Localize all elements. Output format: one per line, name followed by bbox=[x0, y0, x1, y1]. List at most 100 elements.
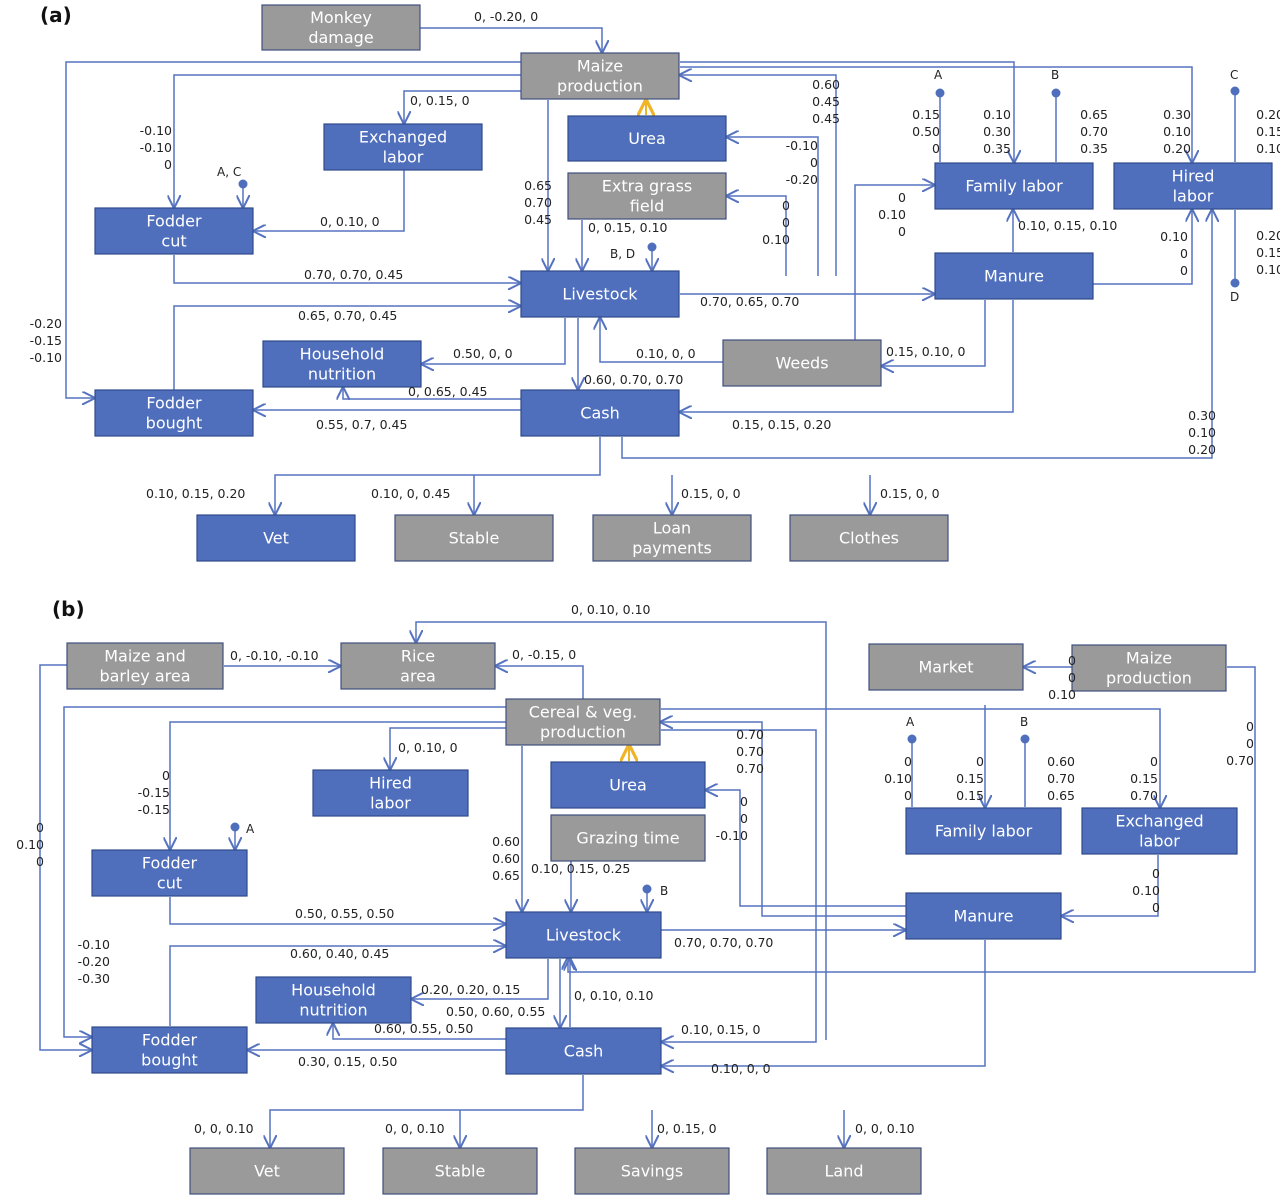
node-box bbox=[382, 1147, 538, 1195]
node-savings: Savings bbox=[574, 1147, 730, 1195]
edge-arrow bbox=[854, 185, 934, 340]
node-urea: Urea bbox=[567, 115, 727, 162]
edge-label-line: 0.15, 0, 0 bbox=[880, 486, 940, 501]
edge-label-line: 0.10, 0, 0 bbox=[636, 346, 696, 361]
edge-label-line: 0.10 bbox=[983, 107, 1011, 122]
edge-label-line: -0.10 bbox=[786, 138, 818, 153]
node-label: Fodder bbox=[142, 854, 198, 873]
edge-arrow bbox=[680, 66, 1192, 162]
edge-label-line: 0 bbox=[740, 794, 748, 809]
connector-label: C bbox=[1230, 68, 1238, 82]
node-label: Household bbox=[291, 981, 376, 1000]
edge-label-line: -0.20 bbox=[786, 172, 818, 187]
edge-label-line: 0.10, 0.15, 0 bbox=[681, 1022, 761, 1037]
connector-dot bbox=[1230, 278, 1240, 288]
edge-label-line: 0.45 bbox=[812, 94, 840, 109]
node-box bbox=[520, 270, 680, 318]
edge-label-foddercut-livestock: 0.70, 0.70, 0.45 bbox=[304, 267, 403, 282]
edge-label-line: 0.20 bbox=[1256, 107, 1280, 122]
node-box bbox=[261, 4, 421, 51]
node-cash: Cash bbox=[505, 1027, 662, 1075]
edge-label-cash-hhnut: 0, 0.65, 0.45 bbox=[408, 384, 488, 399]
edge-label-maizeprod-livestock: 000.70 bbox=[1226, 719, 1254, 768]
edge-label-cereal-exlabor: 00.150.70 bbox=[1130, 754, 1158, 803]
edge-label-line: 0.30, 0.15, 0.50 bbox=[298, 1054, 397, 1069]
node-livestock: Livestock bbox=[520, 270, 680, 318]
edge-label-cash-vet: 0, 0, 0.10 bbox=[194, 1121, 254, 1136]
node-box bbox=[868, 643, 1024, 691]
edge-label-line: 0.70, 0.70, 0.45 bbox=[304, 267, 403, 282]
edge-label-line: 0.60, 0.70, 0.70 bbox=[584, 372, 683, 387]
node-label: Fodder bbox=[146, 212, 202, 231]
node-label: Exchanged bbox=[359, 128, 447, 147]
edge-label-cash-rice: 0, 0.10, 0.10 bbox=[571, 602, 651, 617]
edge-label-A-family: 00.100 bbox=[884, 754, 912, 803]
edge-label-cash-vet: 0.10, 0.15, 0.20 bbox=[146, 486, 245, 501]
node-label: Clothes bbox=[839, 529, 899, 548]
edge-label-line: 0 bbox=[36, 820, 44, 835]
edge-label-livestock-cash: 0.60, 0.70, 0.70 bbox=[584, 372, 683, 387]
edge-label-line: 0, 0.10, 0.10 bbox=[574, 988, 654, 1003]
edge-label-line: 0.10, 0.15, 0.10 bbox=[1018, 218, 1117, 233]
edge-label-cash-hhnut: 0.60, 0.55, 0.50 bbox=[374, 1021, 473, 1036]
node-box bbox=[394, 514, 554, 562]
node-label: Family labor bbox=[965, 177, 1063, 196]
edge-label-line: 0.50, 0.60, 0.55 bbox=[446, 1004, 545, 1019]
edge-label-maize-hired: 0.300.100.20 bbox=[1163, 107, 1191, 156]
edge-label-line: 0.70 bbox=[1226, 753, 1254, 768]
node-label: Stable bbox=[435, 1162, 486, 1181]
node-box bbox=[722, 339, 882, 387]
edge-label-line: 0, 0, 0.10 bbox=[855, 1121, 915, 1136]
node-box bbox=[189, 1147, 345, 1195]
edge-label-line: 0.70 bbox=[1080, 124, 1108, 139]
edge-label-line: 0, 0.15, 0 bbox=[657, 1121, 717, 1136]
edge-label-cash-stable: 0.10, 0, 0.45 bbox=[371, 486, 451, 501]
edge-label-line: 0 bbox=[782, 198, 790, 213]
edge-label-exlabor-foddercut: 0, 0.10, 0 bbox=[320, 214, 380, 229]
node-label: cut bbox=[161, 232, 186, 251]
edge-label-line: 0.65 bbox=[524, 178, 552, 193]
edge-arrow bbox=[661, 729, 817, 1042]
node-box bbox=[905, 807, 1062, 855]
edge-arrow bbox=[416, 621, 827, 1040]
edge-label-line: 0.15 bbox=[956, 771, 984, 786]
edge-arrow bbox=[706, 790, 906, 907]
node-box bbox=[255, 976, 412, 1024]
edge-label-monkey-maize: 0, -0.20, 0 bbox=[474, 9, 538, 24]
edge-label-grass-livestock: 0, 0.15, 0.10 bbox=[588, 220, 668, 235]
edge-label-line: 0.60, 0.40, 0.45 bbox=[290, 946, 389, 961]
node-cereal: Cereal & veg.production bbox=[505, 698, 661, 746]
edge-label-line: 0 bbox=[1152, 866, 1160, 881]
node-family: Family labor bbox=[934, 162, 1094, 210]
node-grazing: Grazing time bbox=[550, 814, 706, 862]
edge-label-manure-family: 0.10, 0.15, 0.10 bbox=[1018, 218, 1117, 233]
edge-label-line: 0.60, 0.55, 0.50 bbox=[374, 1021, 473, 1036]
edge-label-line: 0 bbox=[1068, 653, 1076, 668]
node-label: production bbox=[1106, 669, 1192, 688]
edge-arrow bbox=[173, 255, 520, 283]
edge-label-line: 0.10 bbox=[762, 232, 790, 247]
edge-arrow bbox=[680, 300, 1014, 412]
edge-arrow bbox=[390, 727, 506, 769]
edge-label-line: 0 bbox=[898, 190, 906, 205]
edge-arrow bbox=[680, 61, 1014, 162]
edge-label-line: 0.10 bbox=[1132, 883, 1160, 898]
edge-label-manure-cash: 0.10, 0, 0 bbox=[711, 1061, 771, 1076]
node-label: Livestock bbox=[562, 285, 638, 304]
edge-label-line: 0 bbox=[810, 155, 818, 170]
edge-label-line: 0.70, 0.70, 0.70 bbox=[674, 935, 773, 950]
edge-label-line: 0.20, 0.20, 0.15 bbox=[421, 982, 520, 997]
node-box bbox=[934, 252, 1094, 300]
node-label: Maize bbox=[577, 57, 623, 76]
edge-arrow bbox=[727, 196, 787, 276]
edge-arrow bbox=[661, 722, 906, 917]
node-label: Cereal & veg. bbox=[529, 703, 638, 722]
edge-label-manure-cereal: 0.700.700.70 bbox=[736, 727, 764, 776]
edge-label-line: 0.70 bbox=[736, 727, 764, 742]
edge-label-line: 0.50 bbox=[912, 124, 940, 139]
